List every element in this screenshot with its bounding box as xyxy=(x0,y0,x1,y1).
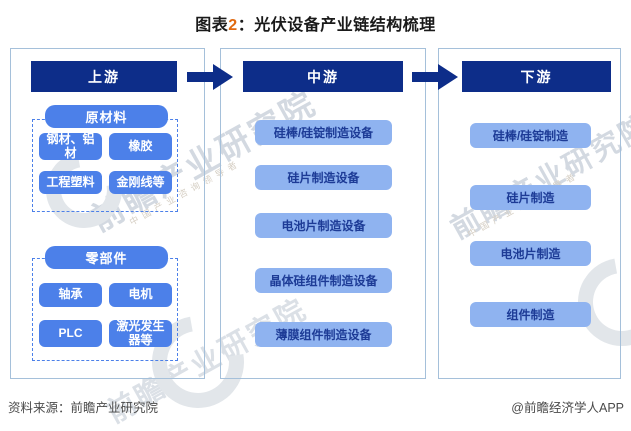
credit-note: @前瞻经济学人APP xyxy=(511,401,624,415)
raw-material-item: 金刚线等 xyxy=(109,171,172,194)
arrow-midstream-to-downstream xyxy=(412,64,458,90)
midstream-item: 薄膜组件制造设备 xyxy=(255,322,392,347)
midstream-item: 硅片制造设备 xyxy=(255,165,392,190)
arrow-upstream-to-midstream xyxy=(187,64,233,90)
chart-title-text: 光伏设备产业链结构梳理 xyxy=(254,17,436,34)
component-item: 激光发生器等 xyxy=(109,320,172,347)
component-item: PLC xyxy=(39,320,102,347)
chart-title-number: 2 xyxy=(228,17,238,34)
raw-material-item: 橡胶 xyxy=(109,133,172,160)
chart-title: 图表2：光伏设备产业链结构梳理 xyxy=(0,11,631,35)
midstream-panel: 中游 硅棒/硅锭制造设备 硅片制造设备 电池片制造设备 晶体硅组件制造设备 薄膜… xyxy=(220,48,426,379)
downstream-item: 组件制造 xyxy=(470,302,591,327)
upstream-panel: 上游 原材料 钢材、铝材 橡胶 工程塑料 金刚线等 零部件 轴承 电机 PLC … xyxy=(10,48,205,379)
source-note: 资料来源：前瞻产业研究院 xyxy=(8,401,159,415)
midstream-item: 电池片制造设备 xyxy=(255,213,392,238)
midstream-item: 硅棒/硅锭制造设备 xyxy=(255,120,392,145)
chart-title-prefix: 图表 xyxy=(195,17,229,34)
downstream-header: 下游 xyxy=(462,61,611,92)
components-label: 零部件 xyxy=(45,246,168,269)
downstream-item: 硅棒/硅锭制造 xyxy=(470,123,591,148)
raw-material-item: 钢材、铝材 xyxy=(39,133,102,160)
chart-title-separator: ： xyxy=(237,17,255,34)
component-item: 电机 xyxy=(109,283,172,307)
downstream-panel: 下游 硅棒/硅锭制造 硅片制造 电池片制造 组件制造 xyxy=(438,48,621,379)
upstream-header: 上游 xyxy=(31,61,177,92)
downstream-item: 电池片制造 xyxy=(470,241,591,266)
downstream-item: 硅片制造 xyxy=(470,185,591,210)
raw-material-item: 工程塑料 xyxy=(39,171,102,194)
raw-materials-label: 原材料 xyxy=(45,105,168,128)
midstream-item: 晶体硅组件制造设备 xyxy=(255,268,392,293)
midstream-header: 中游 xyxy=(243,61,403,92)
component-item: 轴承 xyxy=(39,283,102,307)
